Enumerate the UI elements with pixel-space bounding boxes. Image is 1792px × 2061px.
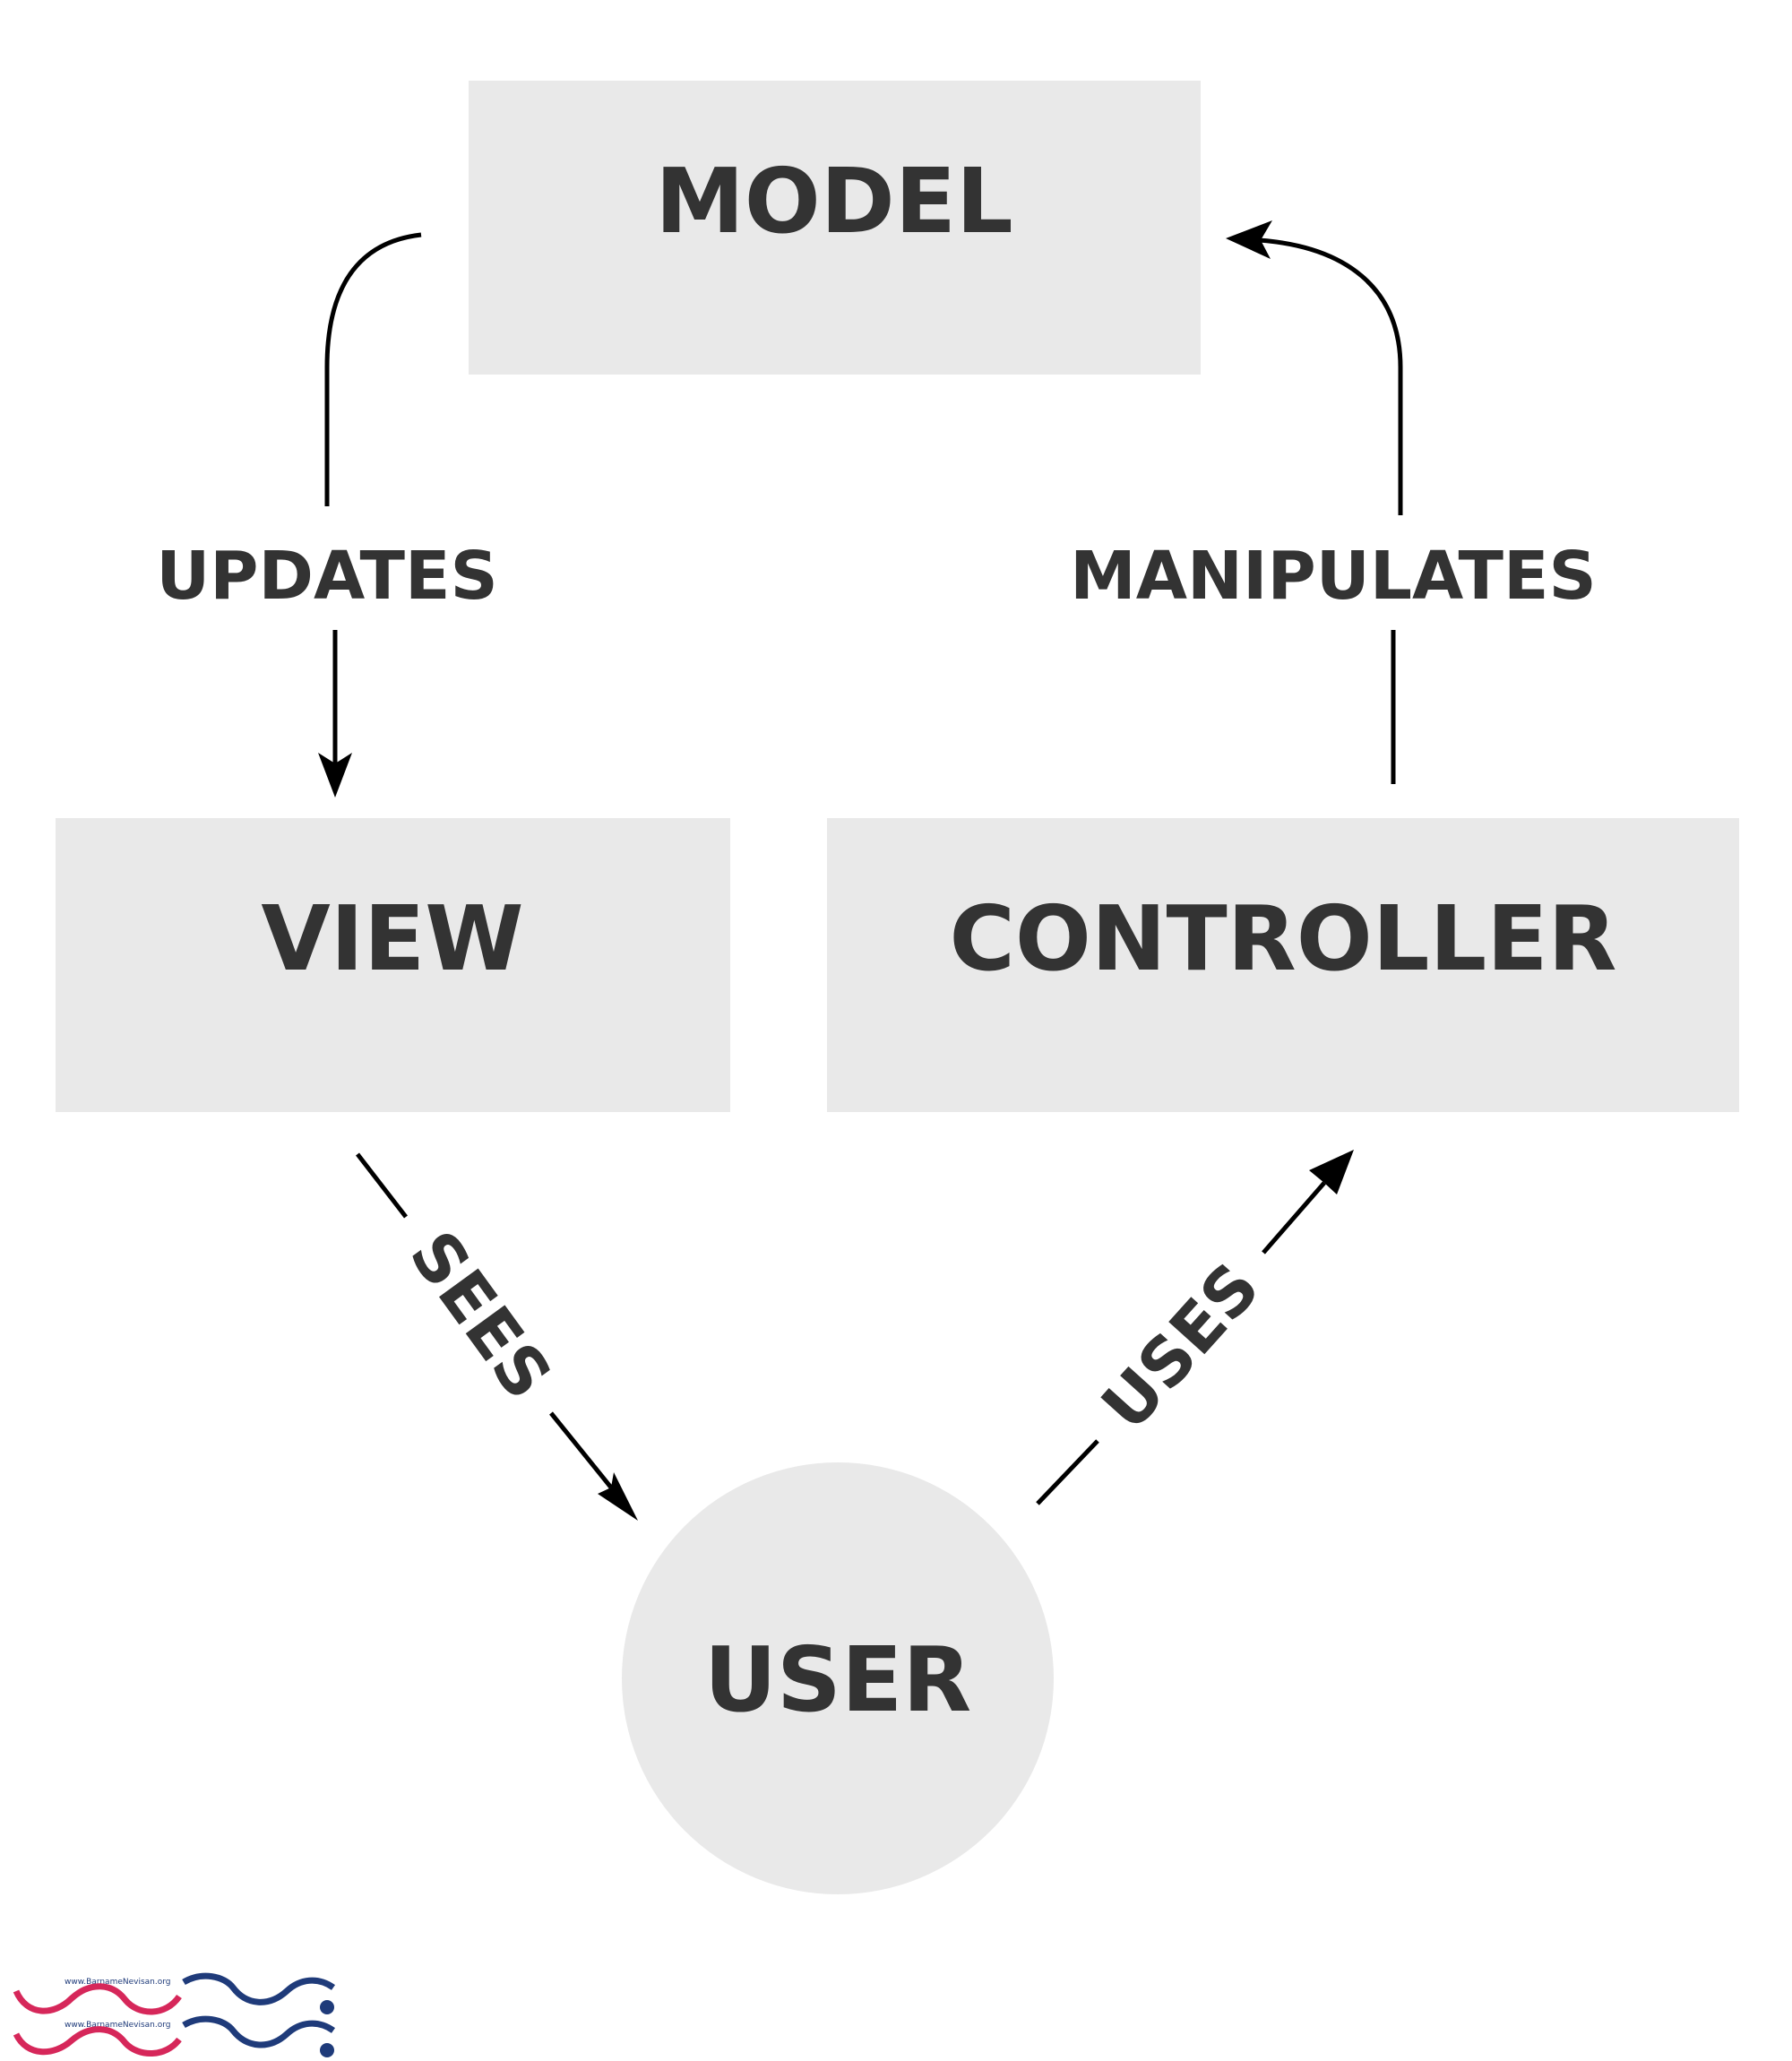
logo-dot-bottom: [320, 2043, 334, 2057]
logo-swirl-bottom-blue: [182, 2015, 336, 2048]
sees-arrowhead: [598, 1472, 638, 1521]
controller-label: CONTROLLER: [949, 886, 1616, 991]
updates-line-upper: [324, 232, 422, 506]
logo-swirl-top-red: [13, 1983, 182, 2015]
user-node: USER: [622, 1462, 1054, 1894]
logo-dot-top: [320, 2000, 334, 2014]
updates-arrowhead: [318, 753, 352, 798]
updates-label: UPDATES: [156, 538, 498, 615]
manipulates-arrowhead: [1226, 220, 1272, 259]
sees-line-lower: [549, 1411, 613, 1489]
uses-arrowhead: [1309, 1150, 1354, 1194]
logo: www.BarnameNevisan.org www.BarnameNevisa…: [13, 1972, 336, 2057]
logo-swirl-top-blue: [182, 1972, 336, 2005]
uses-label: USES: [1087, 1249, 1274, 1445]
uses-line-upper: [1262, 1181, 1326, 1255]
logo-swirl-bottom-red: [13, 2026, 182, 2057]
view-label: VIEW: [261, 886, 523, 991]
manipulates-line-upper: [1258, 237, 1403, 515]
uses-line-lower: [1036, 1439, 1099, 1505]
logo-url-top: www.BarnameNevisan.org: [65, 1978, 171, 1987]
model-label: MODEL: [655, 149, 1013, 254]
view-node: VIEW: [56, 818, 730, 1112]
manipulates-edge: MANIPULATES: [1070, 220, 1597, 784]
user-label: USER: [704, 1627, 972, 1732]
sees-label: SEES: [394, 1218, 566, 1414]
updates-edge: UPDATES: [156, 232, 498, 798]
sees-edge: SEES: [356, 1152, 638, 1521]
logo-url-bottom: www.BarnameNevisan.org: [65, 2021, 171, 2030]
sees-line-upper: [356, 1152, 408, 1219]
uses-edge: USES: [1036, 1150, 1354, 1505]
model-node: MODEL: [469, 81, 1201, 375]
manipulates-label: MANIPULATES: [1070, 538, 1597, 615]
controller-node: CONTROLLER: [827, 818, 1739, 1112]
